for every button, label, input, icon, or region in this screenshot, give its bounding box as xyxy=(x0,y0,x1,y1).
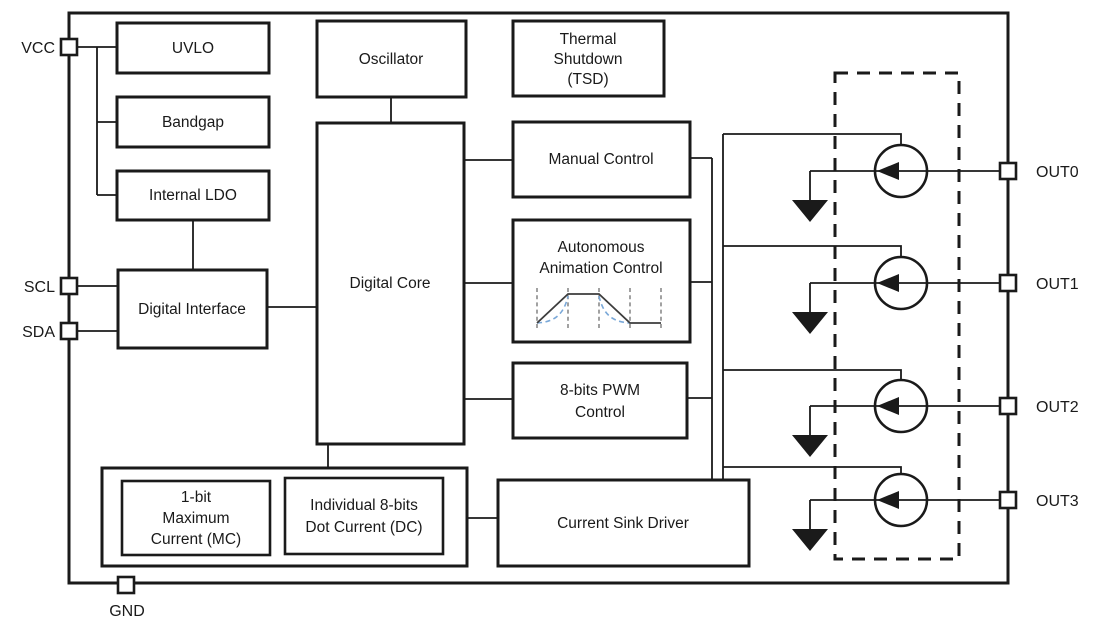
channel-out2 xyxy=(792,378,1000,457)
block-current-sink-driver: Current Sink Driver xyxy=(496,478,751,568)
animation-waveform-icon xyxy=(536,288,662,330)
block-uvlo: UVLO xyxy=(115,21,271,75)
block-digital-interface: Digital Interface xyxy=(116,268,269,350)
feed-out0 xyxy=(723,133,902,145)
block-thermal-shutdown: Thermal Shutdown (TSD) xyxy=(511,19,666,98)
feed-out1 xyxy=(723,245,902,257)
block-digital-core-label: Digital Core xyxy=(350,275,431,292)
pin-sda-square xyxy=(59,321,79,341)
pin-out3-label: OUT3 xyxy=(1036,493,1079,510)
current-arrow-icon-0 xyxy=(877,162,899,180)
block-manual-control-label: Manual Control xyxy=(548,151,653,168)
block-tsd-line3: (TSD) xyxy=(567,71,608,88)
current-arrow-icon-3 xyxy=(877,491,899,509)
block-pwm-line2: Control xyxy=(575,404,625,421)
block-dot-current: Individual 8-bits Dot Current (DC) xyxy=(283,476,445,556)
output-stage-dashed-region xyxy=(833,71,961,561)
feed-out3 xyxy=(723,466,902,474)
pin-gnd-label: GND xyxy=(109,603,145,620)
pin-out1-label: OUT1 xyxy=(1036,276,1079,293)
block-aac-line2: Animation Control xyxy=(539,260,662,277)
block-dc-line2: Dot Current (DC) xyxy=(305,519,422,536)
pin-sda: SDA xyxy=(22,321,79,341)
down-arrow-icon-1 xyxy=(792,312,828,334)
pin-out2-square xyxy=(998,396,1018,416)
block-oscillator-label: Oscillator xyxy=(359,51,424,68)
block-pwm-line1: 8-bits PWM xyxy=(560,382,640,399)
pin-out1-square xyxy=(998,273,1018,293)
feed-out2 xyxy=(723,369,902,380)
channel-out3 xyxy=(792,472,1000,551)
block-internal-ldo-label: Internal LDO xyxy=(149,187,237,204)
block-manual-control: Manual Control xyxy=(511,120,692,199)
block-mc-line2: Maximum xyxy=(162,510,229,527)
block-dc-line1: Individual 8-bits xyxy=(310,497,418,514)
wires xyxy=(77,46,902,519)
down-arrow-icon-3 xyxy=(792,529,828,551)
channel-out0 xyxy=(792,143,1000,222)
pin-out0: OUT0 xyxy=(998,161,1079,181)
pin-out3: OUT3 xyxy=(998,490,1079,510)
pin-out2: OUT2 xyxy=(998,396,1079,416)
block-internal-ldo: Internal LDO xyxy=(115,169,271,222)
pin-out0-square xyxy=(998,161,1018,181)
pin-out0-label: OUT0 xyxy=(1036,164,1079,181)
block-current-sink-driver-label: Current Sink Driver xyxy=(557,515,689,532)
block-mc-line1: 1-bit xyxy=(181,489,212,506)
block-autonomous-animation-control: Autonomous Animation Control xyxy=(511,218,692,344)
pin-vcc: VCC xyxy=(21,37,79,57)
block-oscillator: Oscillator xyxy=(315,19,468,99)
chip-boundary xyxy=(67,11,1010,585)
block-bandgap: Bandgap xyxy=(115,95,271,149)
block-aac-line1: Autonomous xyxy=(557,239,644,256)
block-tsd-line2: Shutdown xyxy=(554,51,623,68)
pin-vcc-square xyxy=(59,37,79,57)
pin-scl-square xyxy=(59,276,79,296)
block-tsd-line1: Thermal xyxy=(560,31,617,48)
current-arrow-icon-1 xyxy=(877,274,899,292)
pin-scl: SCL xyxy=(24,276,79,296)
down-arrow-icon-2 xyxy=(792,435,828,457)
block-mc-line3: Current (MC) xyxy=(151,531,241,548)
down-arrow-icon-0 xyxy=(792,200,828,222)
pin-out3-square xyxy=(998,490,1018,510)
pin-out2-label: OUT2 xyxy=(1036,399,1079,416)
block-current-settings: 1-bit Maximum Current (MC) Individual 8-… xyxy=(100,466,469,568)
current-arrow-icon-2 xyxy=(877,397,899,415)
pin-gnd: GND xyxy=(109,575,145,620)
channel-out1 xyxy=(792,255,1000,334)
pin-vcc-label: VCC xyxy=(21,40,55,57)
block-pwm-control: 8-bits PWM Control xyxy=(511,361,689,440)
pin-gnd-square xyxy=(116,575,136,595)
block-digital-core: Digital Core xyxy=(315,121,466,446)
block-maximum-current: 1-bit Maximum Current (MC) xyxy=(120,479,272,557)
pin-out1: OUT1 xyxy=(998,273,1079,293)
block-uvlo-label: UVLO xyxy=(172,40,214,57)
block-digital-interface-label: Digital Interface xyxy=(138,301,246,318)
block-bandgap-label: Bandgap xyxy=(162,114,224,131)
pin-sda-label: SDA xyxy=(22,324,55,341)
pin-scl-label: SCL xyxy=(24,279,55,296)
